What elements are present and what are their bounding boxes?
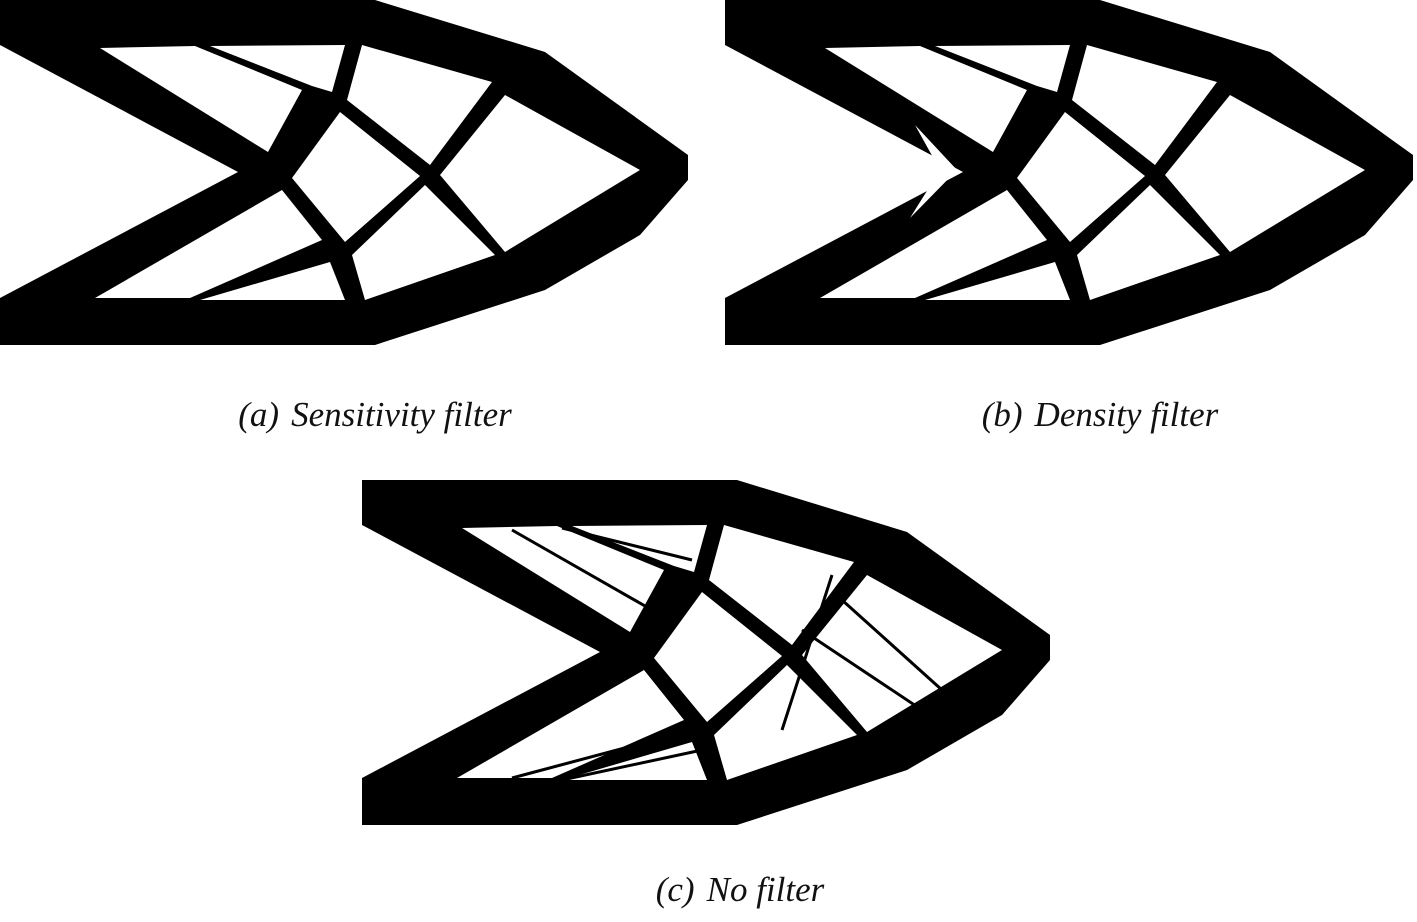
- caption-b: (b) Density filter: [982, 395, 1219, 435]
- caption-c-label: (c): [655, 870, 695, 909]
- caption-c: (c) No filter: [656, 870, 825, 910]
- caption-b-text: Density filter: [1034, 395, 1219, 434]
- caption-a-text: Sensitivity filter: [291, 395, 512, 434]
- no-filter-topology: [362, 480, 1050, 825]
- caption-b-label: (b): [981, 395, 1023, 434]
- sensitivity-filter-topology: [0, 0, 688, 345]
- caption-c-text: No filter: [706, 870, 825, 909]
- density-filter-topology: [725, 0, 1413, 345]
- caption-a: (a) Sensitivity filter: [238, 395, 511, 435]
- caption-a-label: (a): [238, 395, 280, 434]
